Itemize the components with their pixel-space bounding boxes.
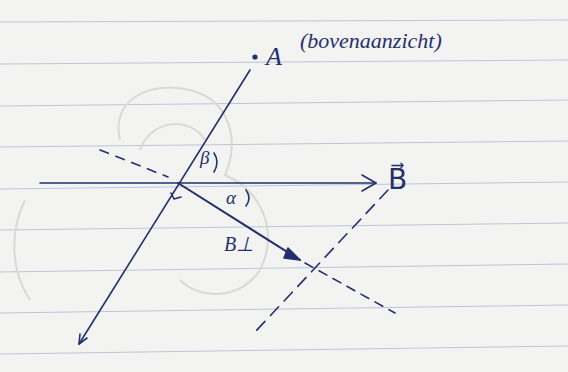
vector-label: B⊥ xyxy=(224,234,253,254)
arrowhead xyxy=(79,334,87,344)
projection-line xyxy=(255,190,388,332)
dashed-line xyxy=(305,263,395,313)
view-note: (bovenaanzicht) xyxy=(300,30,442,52)
dashed-line xyxy=(100,150,168,177)
angle-arc xyxy=(214,153,217,172)
angle-arc xyxy=(246,190,249,206)
right-angle-mark xyxy=(171,193,181,199)
plane-line xyxy=(79,70,250,344)
point-label: A xyxy=(266,44,282,70)
arrowhead xyxy=(362,175,376,191)
perp-component xyxy=(178,183,300,260)
angle-label: α xyxy=(226,188,236,207)
point-dot xyxy=(253,55,257,59)
arrowhead xyxy=(284,248,300,260)
watermark xyxy=(14,87,268,300)
vector-label: B⃗ xyxy=(388,166,407,194)
field-vector xyxy=(40,182,376,184)
angle-label: β xyxy=(200,148,209,167)
